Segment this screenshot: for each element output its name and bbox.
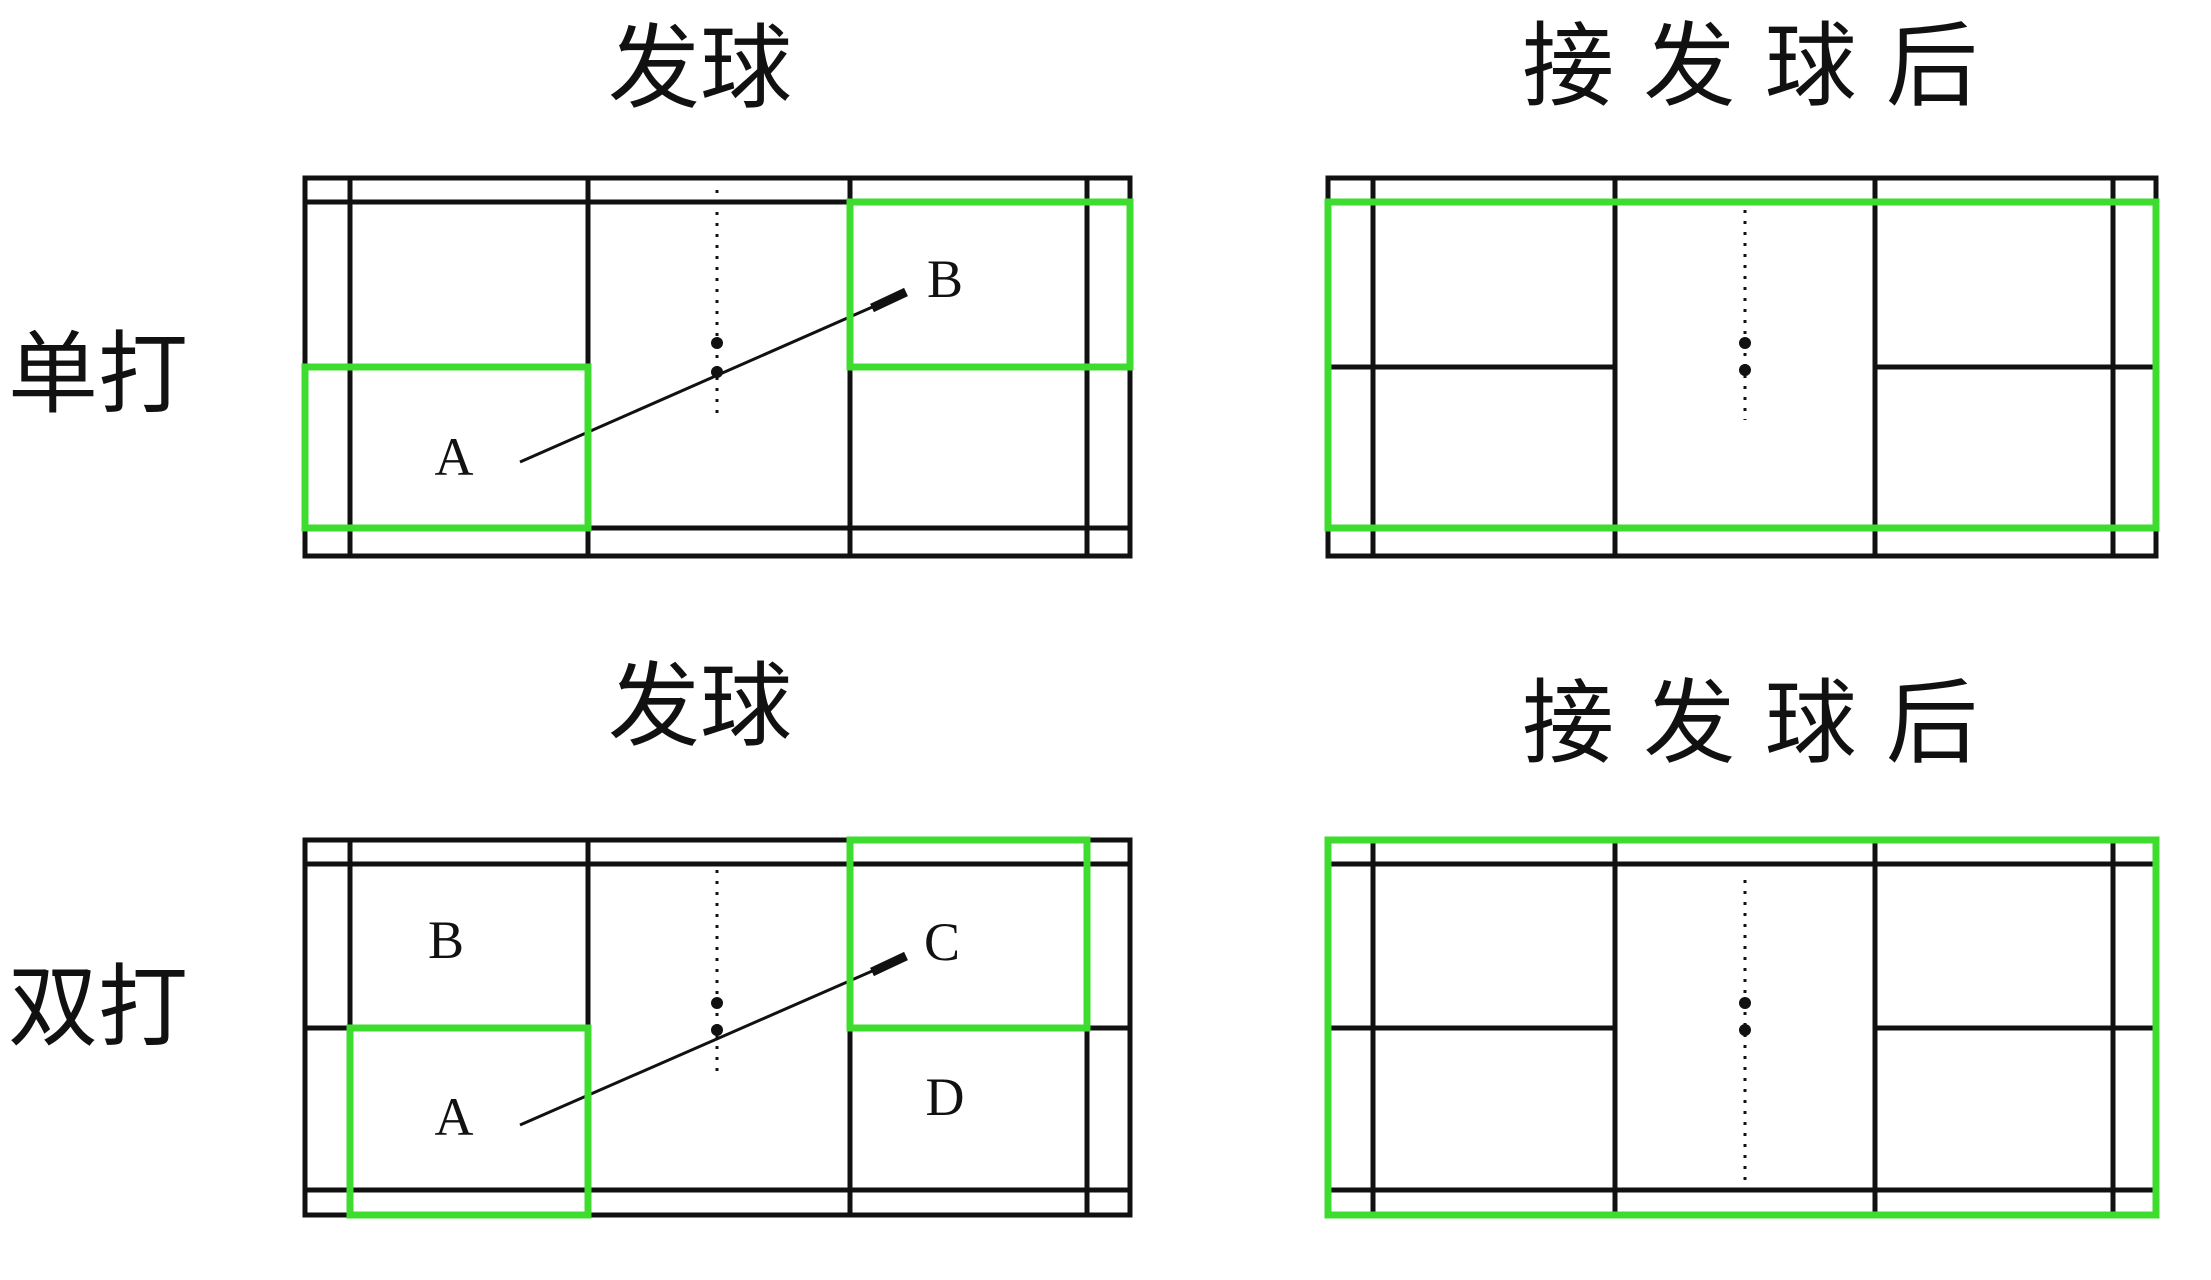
- serve-trajectory-tip: [870, 287, 908, 313]
- net-post: [1739, 337, 1751, 349]
- net-post: [1739, 997, 1751, 1009]
- net-post: [711, 1024, 723, 1036]
- receive-area-highlight: [846, 836, 1091, 1032]
- row-label-singles: 单打: [8, 322, 188, 427]
- doubles-play-area-highlight: [1324, 836, 2160, 1219]
- heading-serve-doubles: 发球: [608, 653, 792, 760]
- heading-after-receive-singles: 接 发 球 后: [1522, 13, 1978, 120]
- service-area-highlight: [346, 1024, 592, 1219]
- singles-play-area-highlight: [1324, 198, 2160, 532]
- net-post: [1739, 364, 1751, 376]
- heading-serve-singles: 发球: [608, 15, 792, 122]
- service-area-highlight: [301, 363, 592, 532]
- point-label-c: C: [924, 912, 960, 972]
- receive-area-highlight: [846, 198, 1134, 371]
- point-label-d: D: [926, 1067, 965, 1127]
- net-post: [711, 997, 723, 1009]
- point-label-a: A: [435, 427, 474, 487]
- court-singles-serve: [301, 175, 1134, 559]
- point-label-b: B: [428, 910, 464, 970]
- serve-trajectory: [519, 956, 903, 1127]
- point-label-b: B: [927, 249, 963, 309]
- point-label-a: A: [435, 1087, 474, 1147]
- court-doubles-serve: [302, 836, 1133, 1219]
- heading-after-receive-doubles: 接 发 球 后: [1522, 670, 1978, 777]
- net-post: [711, 337, 723, 349]
- court-singles-after-receive: [1324, 175, 2160, 559]
- serve-trajectory-tip: [870, 951, 908, 977]
- row-label-doubles: 双打: [8, 955, 188, 1060]
- serve-trajectory: [519, 292, 903, 464]
- court-doubles-after-receive: [1324, 836, 2160, 1219]
- net-post: [1739, 1024, 1751, 1036]
